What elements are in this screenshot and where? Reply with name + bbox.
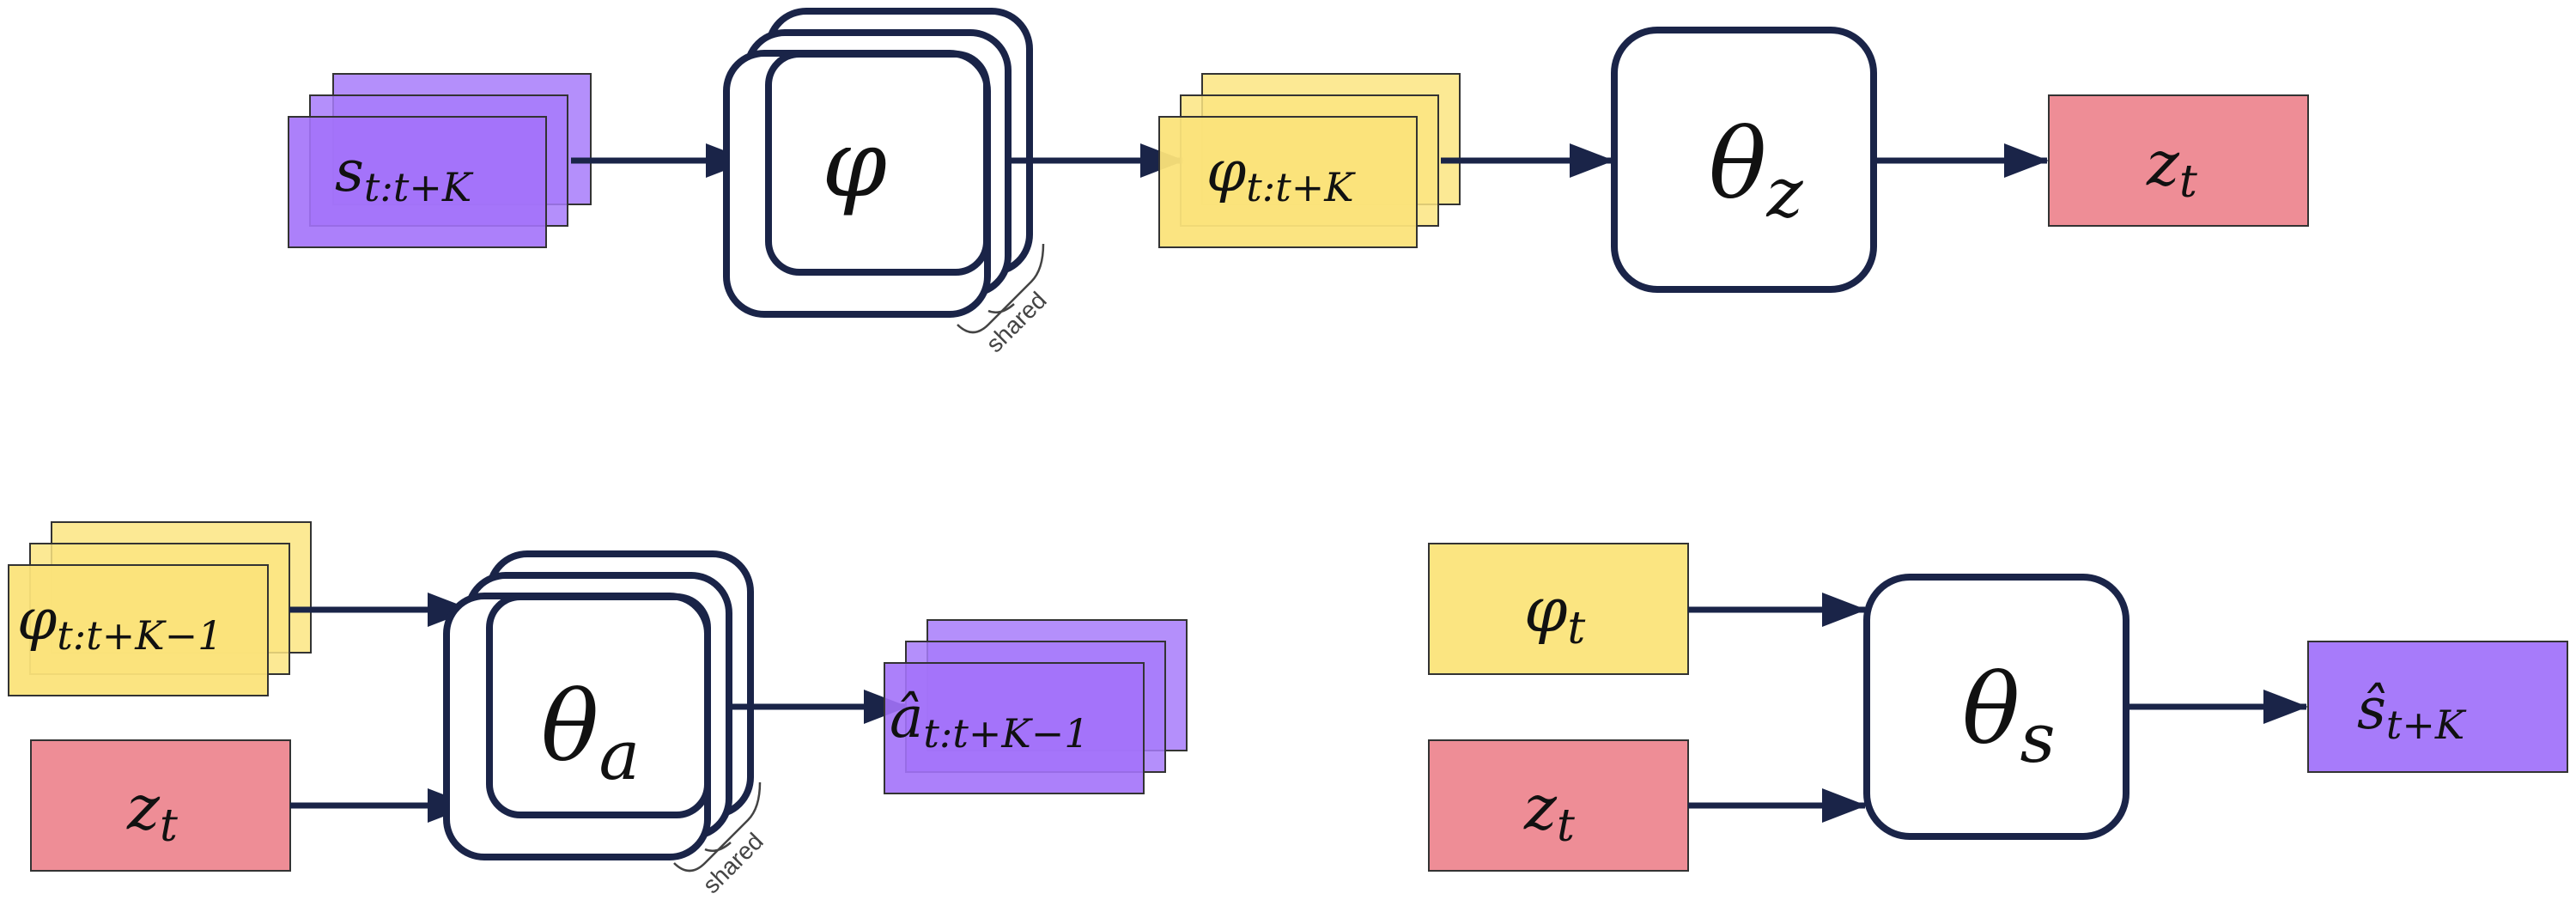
br-embedding-base: φ <box>1524 574 1568 646</box>
theta-s-base: θ <box>1962 654 2020 766</box>
top-embeddings-stack: φt:t+K <box>1158 73 1461 248</box>
svg-text:st:t+K: st:t+K <box>335 138 474 210</box>
top-latent-output: zt <box>2048 94 2309 227</box>
action-output-stack: ât:t+K−1 <box>884 619 1188 794</box>
top-output-subscript: t <box>2179 156 2197 208</box>
state-output-subscript: t+K <box>2386 702 2467 748</box>
top-input-base: s <box>335 138 364 204</box>
state-output-base: ŝ <box>2357 676 2386 742</box>
top-embeddings-base: φ <box>1206 138 1246 204</box>
svg-text:zt: zt <box>2146 127 2197 208</box>
svg-text:zt: zt <box>126 771 178 852</box>
theta-z-subscript: z <box>1765 153 1803 233</box>
svg-text:φt:t+K−1: φt:t+K−1 <box>17 587 222 659</box>
br-latent-subscript: t <box>1557 800 1575 852</box>
bl-latent-base: z <box>126 771 161 843</box>
svg-text:zt: zt <box>1523 771 1575 852</box>
theta-z-base: θ <box>1709 109 1766 221</box>
bottom-left-latent-input: zt <box>30 739 291 872</box>
theta-z-network: θz <box>1611 27 1877 293</box>
svg-text:θs: θs <box>1962 654 2056 778</box>
encoder-symbol: φ <box>822 111 887 218</box>
top-input-subscript: t:t+K <box>364 164 474 210</box>
bl-latent-subscript: t <box>160 800 178 852</box>
theta-a-subscript: a <box>598 715 640 795</box>
top-output-base: z <box>2146 127 2180 199</box>
svg-text:ŝt+K: ŝt+K <box>2357 676 2467 748</box>
predicted-state-output: ŝt+K <box>2307 641 2568 773</box>
shared-label-bottom: shared <box>697 828 768 898</box>
svg-text:φt: φt <box>1524 574 1585 654</box>
theta-a-network-stack: θa <box>443 550 754 860</box>
svg-text:θa: θa <box>541 672 640 795</box>
svg-text:φt:t+K: φt:t+K <box>1206 138 1356 210</box>
encoder-phi-stack: φ <box>723 8 1033 318</box>
theta-s-network: θs <box>1863 574 2129 840</box>
br-embedding-subscript: t <box>1567 603 1585 654</box>
top-input-stack: st:t+K <box>288 73 592 248</box>
bottom-right-latent-input: zt <box>1428 739 1689 872</box>
action-output-base: â <box>890 684 923 751</box>
theta-s-subscript: s <box>2020 698 2055 778</box>
bl-embeddings-subscript: t:t+K−1 <box>57 612 222 659</box>
theta-a-base: θ <box>541 672 598 783</box>
top-embeddings-subscript: t:t+K <box>1246 164 1356 210</box>
bl-embeddings-base: φ <box>17 587 57 653</box>
svg-text:ât:t+K−1: ât:t+K−1 <box>890 684 1090 757</box>
bottom-right-embedding-input: φt <box>1428 543 1689 675</box>
svg-text:θz: θz <box>1709 109 1803 233</box>
action-output-subscript: t:t+K−1 <box>923 710 1089 757</box>
br-latent-base: z <box>1523 771 1558 843</box>
bottom-embeddings-stack: φt:t+K−1 <box>8 521 312 696</box>
